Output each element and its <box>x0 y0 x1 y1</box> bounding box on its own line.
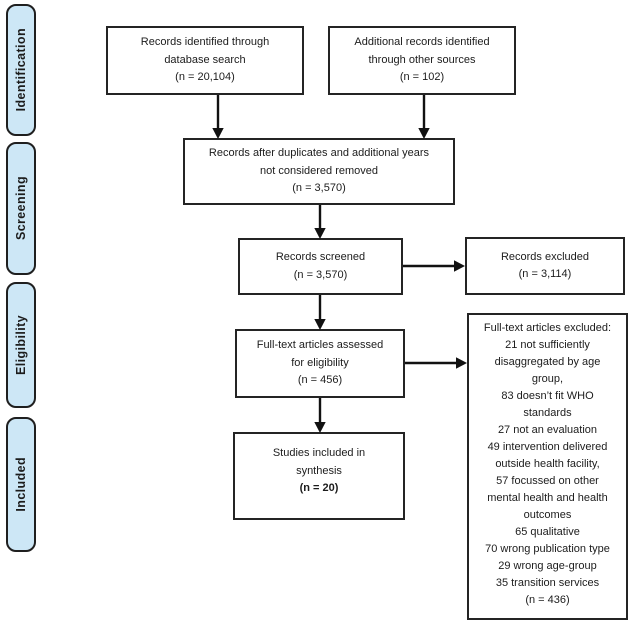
arrow-database-to-dedup <box>212 95 224 139</box>
box-studies-included-count: (n = 20) <box>299 482 339 494</box>
arrow-other-sources-to-dedup <box>418 95 430 139</box>
arrow-dedup-to-screened <box>314 205 326 239</box>
box-records-identified-database-text: Records identified through database sear… <box>140 36 270 84</box>
box-fulltext-excluded-text: Full-text articles excluded: 21 not suff… <box>483 322 612 606</box>
box-records-screened: Records screened (n = 3,570) <box>238 238 403 295</box>
stage-identification: Identification <box>6 4 36 136</box>
arrow-fulltext-to-fulltext-excluded <box>405 357 467 369</box>
box-studies-included: Studies included in synthesis (n = 20) <box>233 432 405 520</box>
box-records-after-duplicates: Records after duplicates and additional … <box>183 138 455 205</box>
stage-screening: Screening <box>6 142 36 275</box>
box-records-after-duplicates-text: Records after duplicates and additional … <box>208 147 430 195</box>
stage-identification-label: Identification <box>14 28 28 112</box>
stage-screening-label: Screening <box>14 176 28 241</box>
stage-eligibility-label: Eligibility <box>14 315 28 375</box>
stage-included: Included <box>6 417 36 552</box>
arrow-screened-to-excluded <box>403 260 465 272</box>
stage-eligibility: Eligibility <box>6 282 36 408</box>
box-fulltext-excluded: Full-text articles excluded: 21 not suff… <box>467 313 628 620</box>
box-records-identified-database: Records identified through database sear… <box>106 26 304 95</box>
box-records-excluded: Records excluded (n = 3,114) <box>465 237 625 295</box>
arrow-fulltext-to-included <box>314 398 326 433</box>
box-records-excluded-text: Records excluded (n = 3,114) <box>500 250 590 281</box>
box-additional-records-text: Additional records identified through ot… <box>354 36 490 84</box>
box-fulltext-assessed: Full-text articles assessed for eligibil… <box>235 329 405 398</box>
box-additional-records: Additional records identified through ot… <box>328 26 516 95</box>
box-studies-included-text: Studies included in synthesis <box>272 447 366 477</box>
box-records-screened-text: Records screened (n = 3,570) <box>275 251 366 281</box>
arrow-screened-to-fulltext <box>314 295 326 330</box>
box-fulltext-assessed-text: Full-text articles assessed for eligibil… <box>256 339 384 387</box>
stage-included-label: Included <box>14 457 28 512</box>
